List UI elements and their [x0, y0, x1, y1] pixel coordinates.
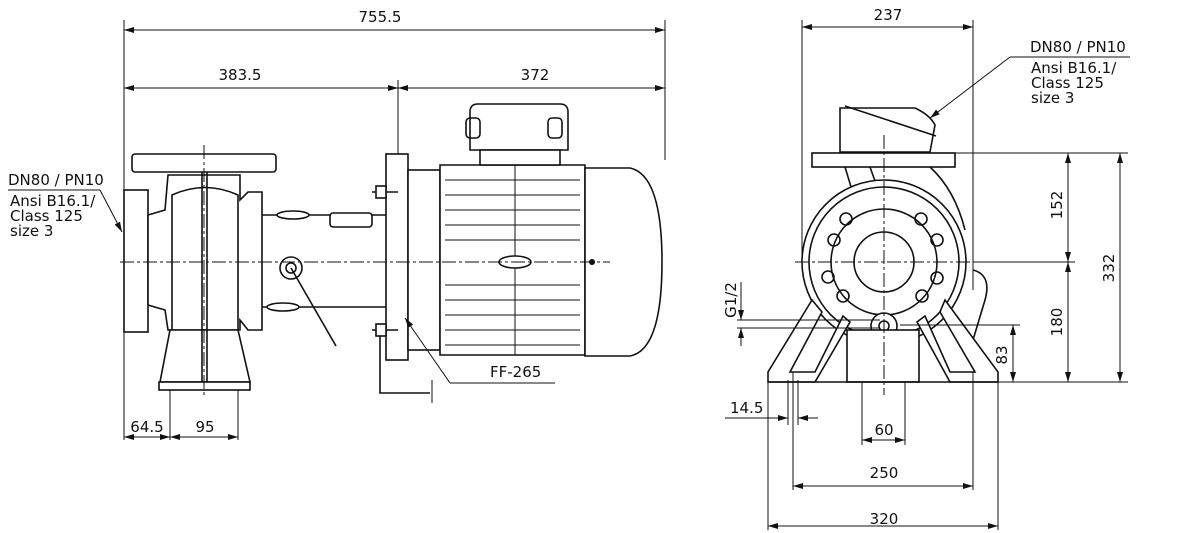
front-view: 237 — [722, 6, 1130, 530]
svg-text:Class 125: Class 125 — [1031, 74, 1104, 92]
flange-label: FF-265 — [490, 363, 541, 381]
dim-shaft-height: 180 — [1048, 308, 1066, 337]
dim-total-height: 332 — [1100, 254, 1118, 283]
svg-text:DN80 / PN10: DN80 / PN10 — [8, 171, 104, 189]
dim-foot-offset: 64.5 — [130, 418, 163, 436]
dim-center-block: 60 — [874, 421, 893, 439]
dim-foot-width: 95 — [195, 418, 214, 436]
dim-total-length: 755.5 — [359, 8, 402, 26]
svg-text:Ansi B16.1/: Ansi B16.1/ — [10, 192, 96, 210]
svg-text:size 3: size 3 — [1031, 89, 1074, 107]
svg-text:DN80 / PN10: DN80 / PN10 — [1030, 38, 1126, 56]
dim-upper-height: 152 — [1048, 191, 1066, 220]
drain-thread: G1/2 — [722, 282, 740, 318]
bolt-holes — [821, 212, 944, 303]
dim-drain-height: 83 — [993, 345, 1011, 364]
discharge-flange-note: DN80 / PN10 Ansi B16.1/ Class 125 size 3 — [929, 38, 1130, 119]
svg-text:size 3: size 3 — [10, 222, 53, 240]
dim-hole: 14.5 — [730, 399, 763, 417]
dim-width: 237 — [874, 6, 903, 24]
dim-pump-length: 383.5 — [219, 66, 262, 84]
dim-base-width: 320 — [870, 510, 899, 528]
suction-flange-note: DN80 / PN10 Ansi B16.1/ Class 125 size 3 — [8, 171, 123, 240]
dim-hole-spacing: 250 — [870, 464, 899, 482]
svg-text:Ansi B16.1/: Ansi B16.1/ — [1031, 59, 1117, 77]
dim-motor-length: 372 — [521, 66, 550, 84]
side-view: 755.5 383.5 372 64.5 95 — [8, 8, 666, 440]
svg-text:Class 125: Class 125 — [10, 207, 83, 225]
motor-fins — [445, 165, 580, 355]
